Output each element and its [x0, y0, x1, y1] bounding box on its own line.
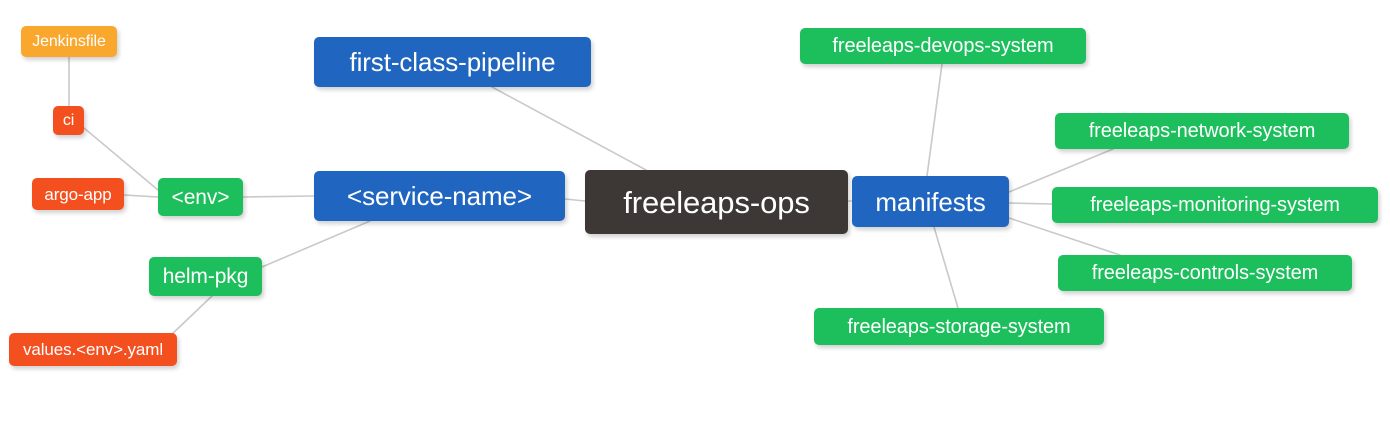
- node-argo-app[interactable]: argo-app: [32, 178, 124, 210]
- node-freeleaps-controls-system[interactable]: freeleaps-controls-system: [1058, 255, 1352, 291]
- node-label-freeleaps-network-system: freeleaps-network-system: [1088, 120, 1316, 142]
- node-label-manifests: manifests: [875, 186, 986, 217]
- node-label-first-class-pipeline: first-class-pipeline: [349, 47, 556, 77]
- edge-service-name-to-freeleaps-ops: [564, 198, 586, 202]
- node-label-freeleaps-controls-system: freeleaps-controls-system: [1091, 262, 1319, 284]
- node-freeleaps-network-system[interactable]: freeleaps-network-system: [1055, 113, 1349, 149]
- edge-manifests-to-freeleaps-controls-system: [1008, 217, 1121, 256]
- edge-manifests-to-freeleaps-monitoring-system: [1008, 202, 1053, 205]
- edge-helm-pkg-to-service-name: [261, 220, 371, 268]
- node-freeleaps-devops-system[interactable]: freeleaps-devops-system: [800, 28, 1086, 64]
- edge-values-env-yaml-to-helm-pkg: [169, 295, 213, 337]
- node-freeleaps-monitoring-system[interactable]: freeleaps-monitoring-system: [1052, 187, 1378, 223]
- node-label-jenkinsfile: Jenkinsfile: [32, 32, 106, 50]
- node-values-env-yaml[interactable]: values.<env>.yaml: [9, 333, 177, 366]
- node-label-argo-app: argo-app: [44, 184, 112, 204]
- node-label-freeleaps-monitoring-system: freeleaps-monitoring-system: [1090, 194, 1340, 216]
- node-jenkinsfile[interactable]: Jenkinsfile: [21, 26, 117, 57]
- node-label-helm-pkg: helm-pkg: [162, 265, 249, 288]
- node-env[interactable]: <env>: [158, 178, 243, 216]
- node-freeleaps-storage-system[interactable]: freeleaps-storage-system: [814, 308, 1104, 345]
- edge-first-class-pipeline-to-freeleaps-ops: [491, 86, 647, 171]
- node-manifests[interactable]: manifests: [852, 176, 1009, 227]
- edge-argo-app-to-env: [123, 194, 159, 198]
- node-label-freeleaps-ops: freeleaps-ops: [623, 184, 810, 220]
- edge-manifests-to-freeleaps-storage-system: [933, 226, 959, 309]
- edge-manifests-to-freeleaps-network-system: [1008, 148, 1114, 193]
- node-label-values-env-yaml: values.<env>.yaml: [22, 340, 164, 359]
- node-helm-pkg[interactable]: helm-pkg: [149, 257, 262, 296]
- node-label-freeleaps-devops-system: freeleaps-devops-system: [832, 35, 1054, 57]
- node-first-class-pipeline[interactable]: first-class-pipeline: [314, 37, 591, 87]
- node-label-ci: ci: [62, 111, 75, 129]
- edge-manifests-to-freeleaps-devops-system: [926, 63, 943, 177]
- node-freeleaps-ops[interactable]: freeleaps-ops: [585, 170, 848, 234]
- node-service-name[interactable]: <service-name>: [314, 171, 565, 221]
- node-label-freeleaps-storage-system: freeleaps-storage-system: [847, 315, 1071, 338]
- node-ci[interactable]: ci: [53, 106, 84, 135]
- node-label-env: <env>: [171, 185, 230, 209]
- edge-env-to-service-name: [242, 195, 315, 198]
- node-label-service-name: <service-name>: [346, 181, 533, 211]
